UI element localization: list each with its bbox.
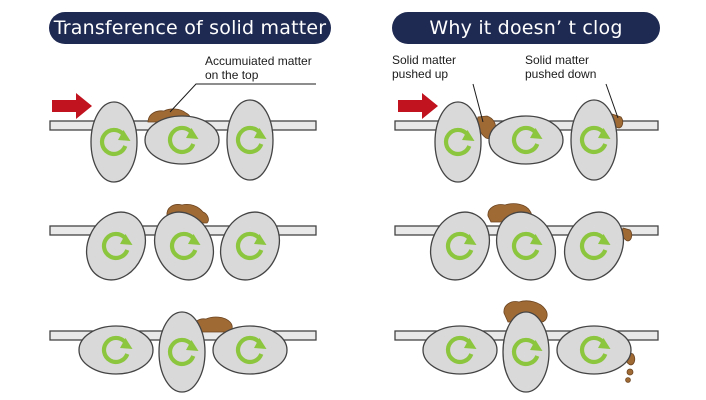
disc — [78, 325, 154, 375]
flow-arrow-icon — [398, 93, 438, 119]
title-why-no-clog: Why it doesn’ t clog — [392, 12, 660, 44]
disc — [502, 311, 550, 393]
rotation-arrow-icon — [101, 335, 133, 365]
annotation-leader — [605, 83, 619, 119]
rotation-arrow-icon — [235, 125, 267, 155]
disc — [158, 311, 206, 393]
rotation-arrow-icon — [167, 125, 199, 155]
disc — [219, 211, 281, 281]
title-transference: Transference of solid matter — [49, 12, 331, 44]
disc — [85, 211, 147, 281]
rotation-arrow-icon — [511, 337, 543, 367]
rotation-arrow-icon — [579, 335, 611, 365]
left-row-1: Accumuiated matter on the top — [49, 54, 317, 183]
disc — [488, 115, 564, 165]
disc — [563, 211, 625, 281]
rotation-arrow-icon — [101, 231, 133, 261]
annotation-leader — [169, 83, 316, 113]
annotation-pushed-down-2: pushed down — [525, 67, 596, 81]
disc — [495, 211, 557, 281]
disc — [570, 99, 618, 181]
rotation-arrow-icon — [445, 231, 477, 261]
rotation-arrow-icon — [235, 231, 267, 261]
right-row-2 — [394, 203, 659, 281]
rotation-arrow-icon — [235, 335, 267, 365]
left-row-3 — [49, 311, 317, 393]
disc — [422, 325, 498, 375]
annotation-accumulated-2: on the top — [205, 68, 259, 82]
rotation-arrow-icon — [443, 127, 475, 157]
solid-matter — [625, 377, 631, 383]
right-row-1: Solid matter pushed up Solid matter push… — [392, 53, 659, 183]
disc — [144, 115, 220, 165]
rotation-arrow-icon — [511, 125, 543, 155]
annotation-pushed-up-2: pushed up — [392, 67, 448, 81]
disc — [212, 325, 288, 375]
rotation-arrow-icon — [99, 127, 131, 157]
flow-arrow-icon — [52, 93, 92, 119]
rotation-arrow-icon — [579, 231, 611, 261]
rotation-arrow-icon — [445, 335, 477, 365]
annotation-pushed-up-1: Solid matter — [392, 53, 456, 67]
rotation-arrow-icon — [579, 125, 611, 155]
disc — [226, 99, 274, 181]
right-row-3 — [394, 300, 659, 393]
disc — [556, 325, 632, 375]
disc — [434, 101, 482, 183]
rotation-arrow-icon — [511, 231, 543, 261]
annotation-pushed-down-1: Solid matter — [525, 53, 589, 67]
annotation-leader — [472, 83, 484, 123]
annotation-accumulated-1: Accumuiated matter — [205, 54, 312, 68]
rotation-arrow-icon — [167, 337, 199, 367]
disc — [429, 211, 491, 281]
left-row-2 — [49, 204, 317, 281]
disc — [90, 101, 138, 183]
rotation-arrow-icon — [169, 231, 201, 261]
disc — [153, 211, 215, 281]
solid-matter — [626, 368, 634, 376]
